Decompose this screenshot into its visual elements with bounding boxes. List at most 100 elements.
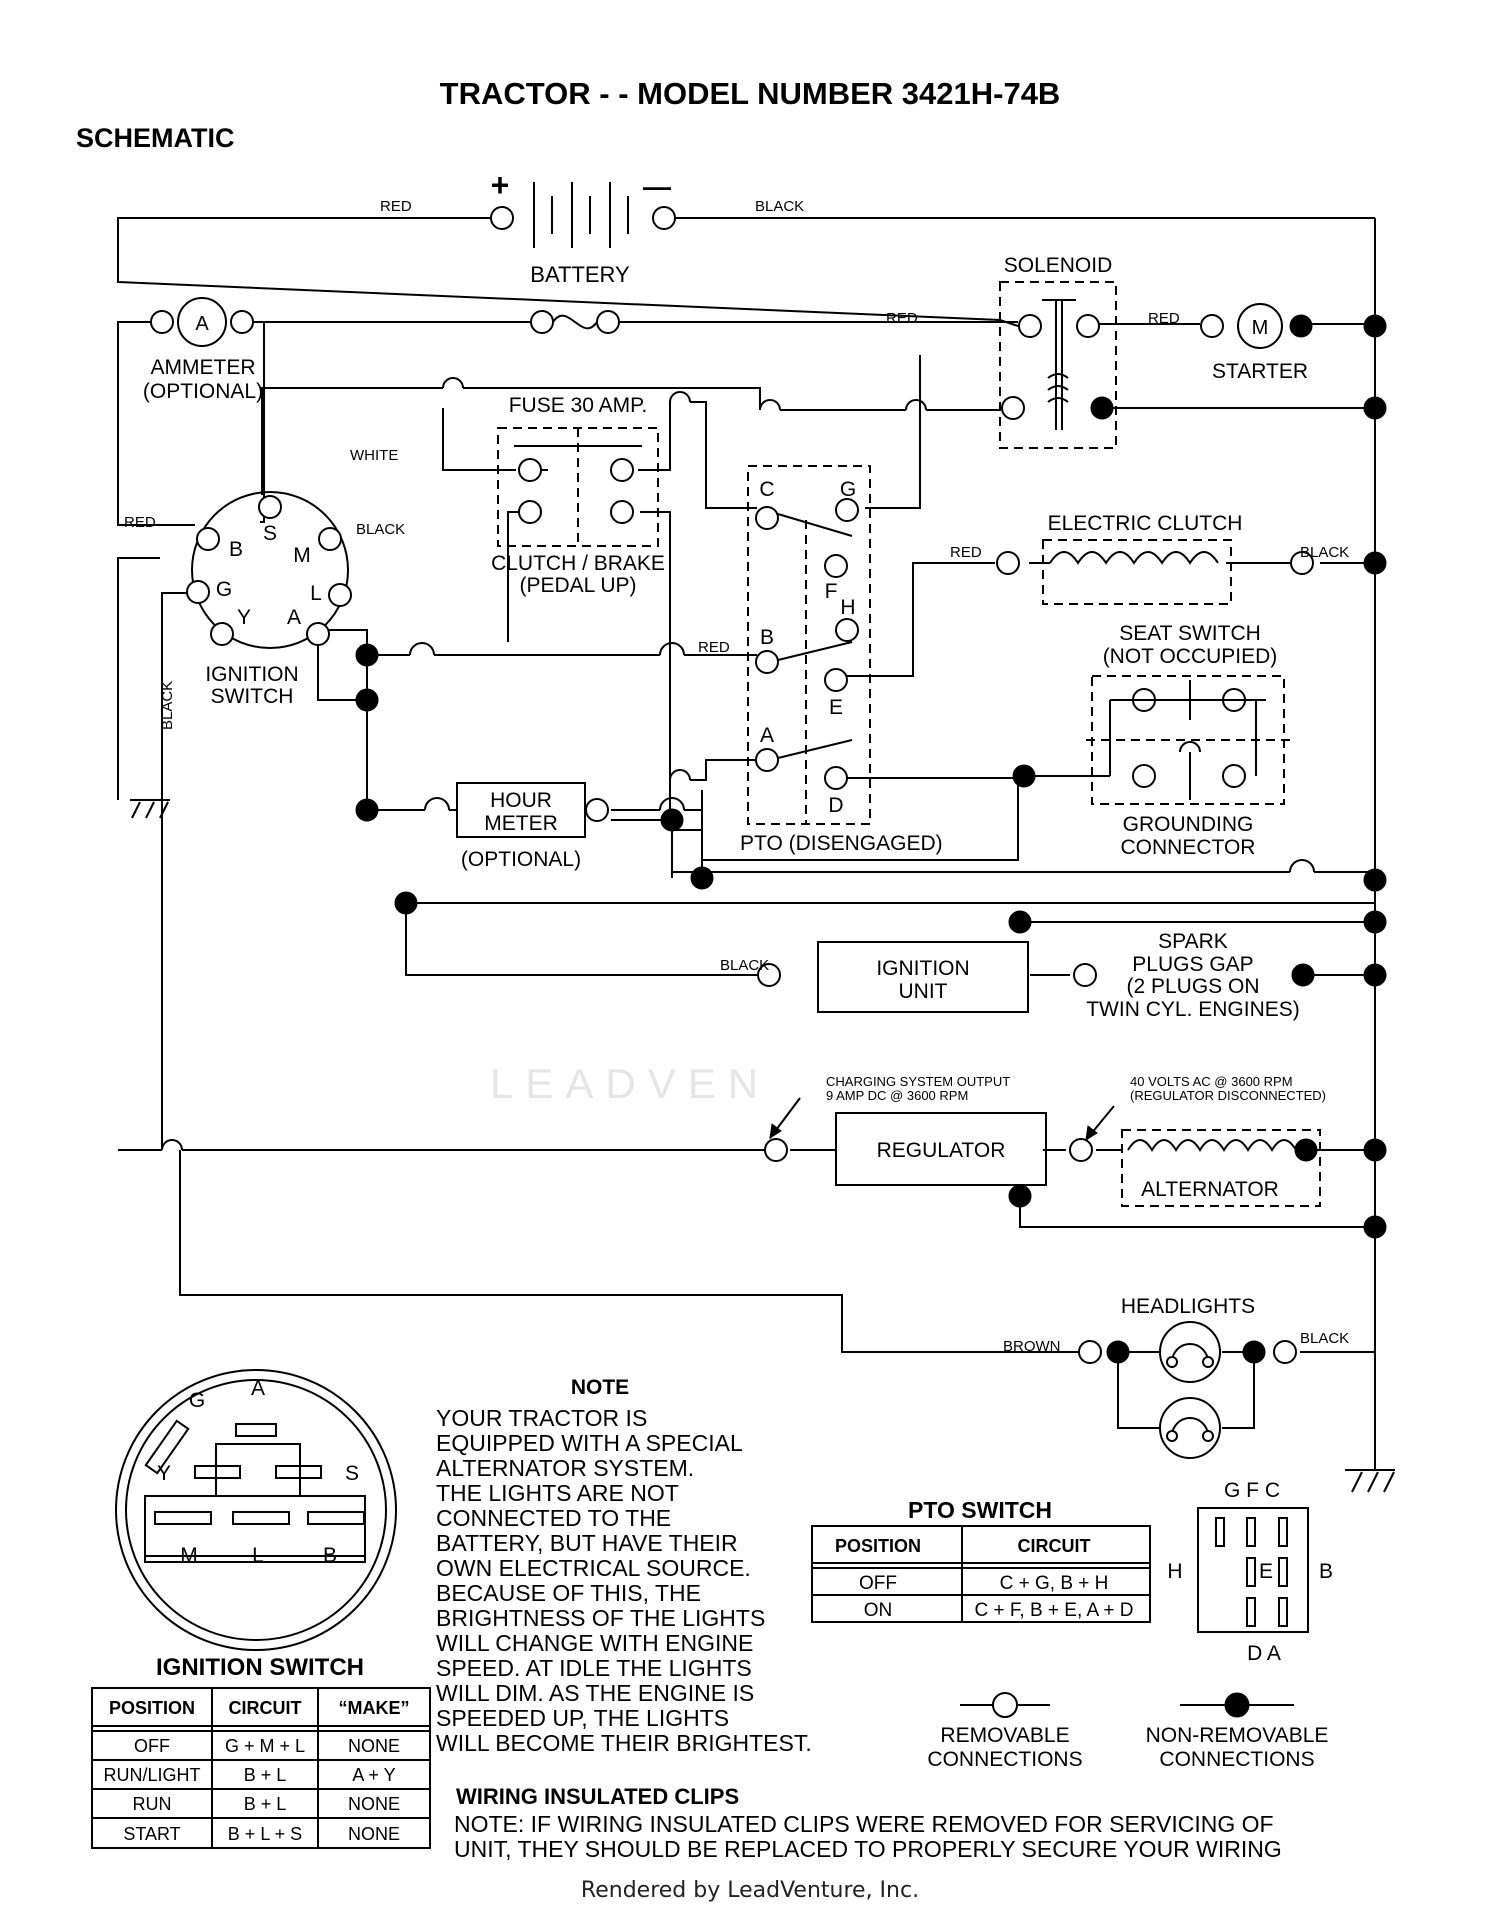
pto-table-title: PTO SWITCH <box>908 1497 1052 1523</box>
pto-face-bottom: D A <box>1247 1642 1281 1665</box>
ign-row-3-make: NONE <box>348 1794 400 1814</box>
pto-term-h: H <box>840 596 855 619</box>
pto-term-g: G <box>840 478 856 501</box>
electric-clutch: ELECTRIC CLUTCH <box>996 512 1314 605</box>
ign-row-1-circuit: G + M + L <box>225 1736 305 1756</box>
wires <box>117 217 1395 1493</box>
note-block: NOTE YOUR TRACTOR IS EQUIPPED WITH A SPE… <box>436 1376 812 1756</box>
ign-row-2-make: A + Y <box>352 1765 395 1785</box>
connection-legend: REMOVABLE CONNECTIONS NON-REMOVABLE CONN… <box>927 1692 1328 1771</box>
charging-label2: 9 AMP DC @ 3600 RPM <box>826 1088 968 1103</box>
note-line-2: EQUIPPED WITH A SPECIAL <box>436 1430 743 1456</box>
spark-label2: PLUGS GAP <box>1132 953 1253 976</box>
alt-volts-label2: (REGULATOR DISCONNECTED) <box>1130 1088 1326 1103</box>
wire-label-red-2: RED <box>886 310 918 327</box>
headlights: HEADLIGHTS <box>1078 1295 1297 1459</box>
alt-volts-label: 40 VOLTS AC @ 3600 RPM <box>1130 1074 1293 1089</box>
note-line-6: BATTERY, BUT HAVE THEIR <box>436 1530 738 1556</box>
face-term-g: G <box>189 1389 205 1412</box>
note-line-4: THE LIGHTS ARE NOT <box>436 1480 679 1506</box>
regulator-label: REGULATOR <box>877 1139 1006 1162</box>
ign-row-3-circuit: B + L <box>244 1794 287 1814</box>
spark-label3: (2 PLUGS ON <box>1126 975 1259 998</box>
ign-term-a: A <box>287 606 301 629</box>
face-term-m: M <box>180 1544 198 1567</box>
headlights-label: HEADLIGHTS <box>1121 1295 1255 1318</box>
wire-label-black-2: BLACK <box>356 521 405 538</box>
hour-meter-label2: METER <box>484 812 558 835</box>
ign-row-2-circuit: B + L <box>244 1765 287 1785</box>
ignition-switch-label2: SWITCH <box>211 685 294 708</box>
footer-credit: Rendered by LeadVenture, Inc. <box>580 1878 920 1903</box>
pto-table-on: ON <box>864 1600 893 1621</box>
note-line-8: BECAUSE OF THIS, THE <box>436 1580 701 1606</box>
ignition-switch-schematic: S B M G L Y A IGNITION SWITCH <box>186 491 352 708</box>
seat-switch: SEAT SWITCH (NOT OCCUPIED) GROUNDING CON… <box>1086 622 1292 859</box>
regulator: REGULATOR CHARGING SYSTEM OUTPUT 9 AMP D… <box>764 1074 1326 1208</box>
wire-label-brown: BROWN <box>1003 1338 1061 1355</box>
grounding-sublabel: CONNECTOR <box>1121 836 1256 859</box>
pto-term-b: B <box>760 626 774 649</box>
ammeter-symbol: A <box>195 313 209 335</box>
clutch-brake-sublabel: (PEDAL UP) <box>519 574 636 597</box>
wire-label-white: WHITE <box>350 447 398 464</box>
legend-removable-2: CONNECTIONS <box>927 1748 1082 1771</box>
ammeter-optional: (OPTIONAL) <box>143 380 263 403</box>
note-line-5: CONNECTED TO THE <box>436 1505 671 1531</box>
ign-row-4-position: START <box>123 1824 180 1844</box>
note-line-13: SPEEDED UP, THE LIGHTS <box>436 1705 729 1731</box>
grounding-label: GROUNDING <box>1123 813 1254 836</box>
face-term-y: Y <box>157 1462 171 1485</box>
clutch-brake-switch: FUSE 30 AMP. CLUTCH / BRAKE (PEDAL UP) <box>491 394 665 597</box>
wire-label-red-3: RED <box>1148 310 1180 327</box>
ign-table-header-position: POSITION <box>109 1698 195 1718</box>
pto-face-right: B <box>1319 1560 1333 1583</box>
ign-term-y: Y <box>237 606 251 629</box>
battery-plus: + <box>491 167 510 203</box>
ign-term-b: B <box>229 538 243 561</box>
pto-table-header-position: POSITION <box>835 1536 921 1556</box>
clutch-brake-label: CLUTCH / BRAKE <box>491 552 665 575</box>
solenoid-label: SOLENOID <box>1004 254 1113 277</box>
pto-term-c: C <box>759 478 774 501</box>
starter-symbol: M <box>1252 317 1269 339</box>
fuse-label: FUSE 30 AMP. <box>509 394 648 417</box>
pto-term-a: A <box>760 724 774 747</box>
wire-label-black-1: BLACK <box>755 198 804 215</box>
pto-face-left: H <box>1167 1560 1182 1583</box>
ignition-unit: IGNITION UNIT SPARK PLUGS GAP (2 PLUGS O… <box>757 930 1315 1021</box>
hour-meter-optional: (OPTIONAL) <box>461 848 581 871</box>
ammeter-label: AMMETER <box>151 356 256 379</box>
pto-term-e: E <box>829 696 843 719</box>
wire-label-red-1: RED <box>380 198 412 215</box>
wire-label-black-5: BLACK <box>1300 1330 1349 1347</box>
note-line-14: WILL BECOME THEIR BRIGHTEST. <box>436 1730 812 1756</box>
ignition-switch-label: IGNITION <box>205 663 298 686</box>
wire-color-labels: RED BLACK RED RED WHITE RED BLACK RED BL… <box>124 198 1349 1355</box>
solenoid: SOLENOID <box>999 254 1117 449</box>
starter: M STARTER <box>1200 303 1313 383</box>
ignition-table-title: IGNITION SWITCH <box>156 1654 364 1681</box>
wire-label-black-4: BLACK <box>720 957 769 974</box>
alternator-label: ALTERNATOR <box>1141 1178 1279 1201</box>
pto-switch-schematic: C G F H B E A D PTO (DISENGAGED) <box>740 465 943 855</box>
battery-minus: — <box>643 171 671 202</box>
hour-meter: HOUR METER (OPTIONAL) <box>355 782 609 871</box>
face-term-s: S <box>345 1462 359 1485</box>
legend-removable: REMOVABLE <box>940 1724 1069 1747</box>
seat-switch-sublabel: (NOT OCCUPIED) <box>1103 645 1278 668</box>
battery: + — BATTERY <box>490 167 676 287</box>
watermark: LEADVEN <box>490 1060 771 1107</box>
ignition-switch-table: IGNITION SWITCH POSITION CIRCUIT “MAKE” … <box>91 1654 431 1849</box>
page-title: TRACTOR - - MODEL NUMBER 3421H-74B <box>440 76 1061 111</box>
ign-table-header-make: “MAKE” <box>339 1698 410 1718</box>
ign-term-s: S <box>263 522 277 545</box>
wire-label-black-6: BLACK <box>159 681 176 730</box>
pto-term-d: D <box>828 794 843 817</box>
pto-switch-table: PTO SWITCH POSITION CIRCUIT OFF C + G, B… <box>811 1497 1151 1623</box>
clips-line-2: UNIT, THEY SHOULD BE REPLACED TO PROPERL… <box>454 1836 1282 1862</box>
legend-nonremovable-2: CONNECTIONS <box>1159 1748 1314 1771</box>
clips-heading: WIRING INSULATED CLIPS <box>456 1784 739 1809</box>
ign-row-4-circuit: B + L + S <box>228 1824 302 1844</box>
